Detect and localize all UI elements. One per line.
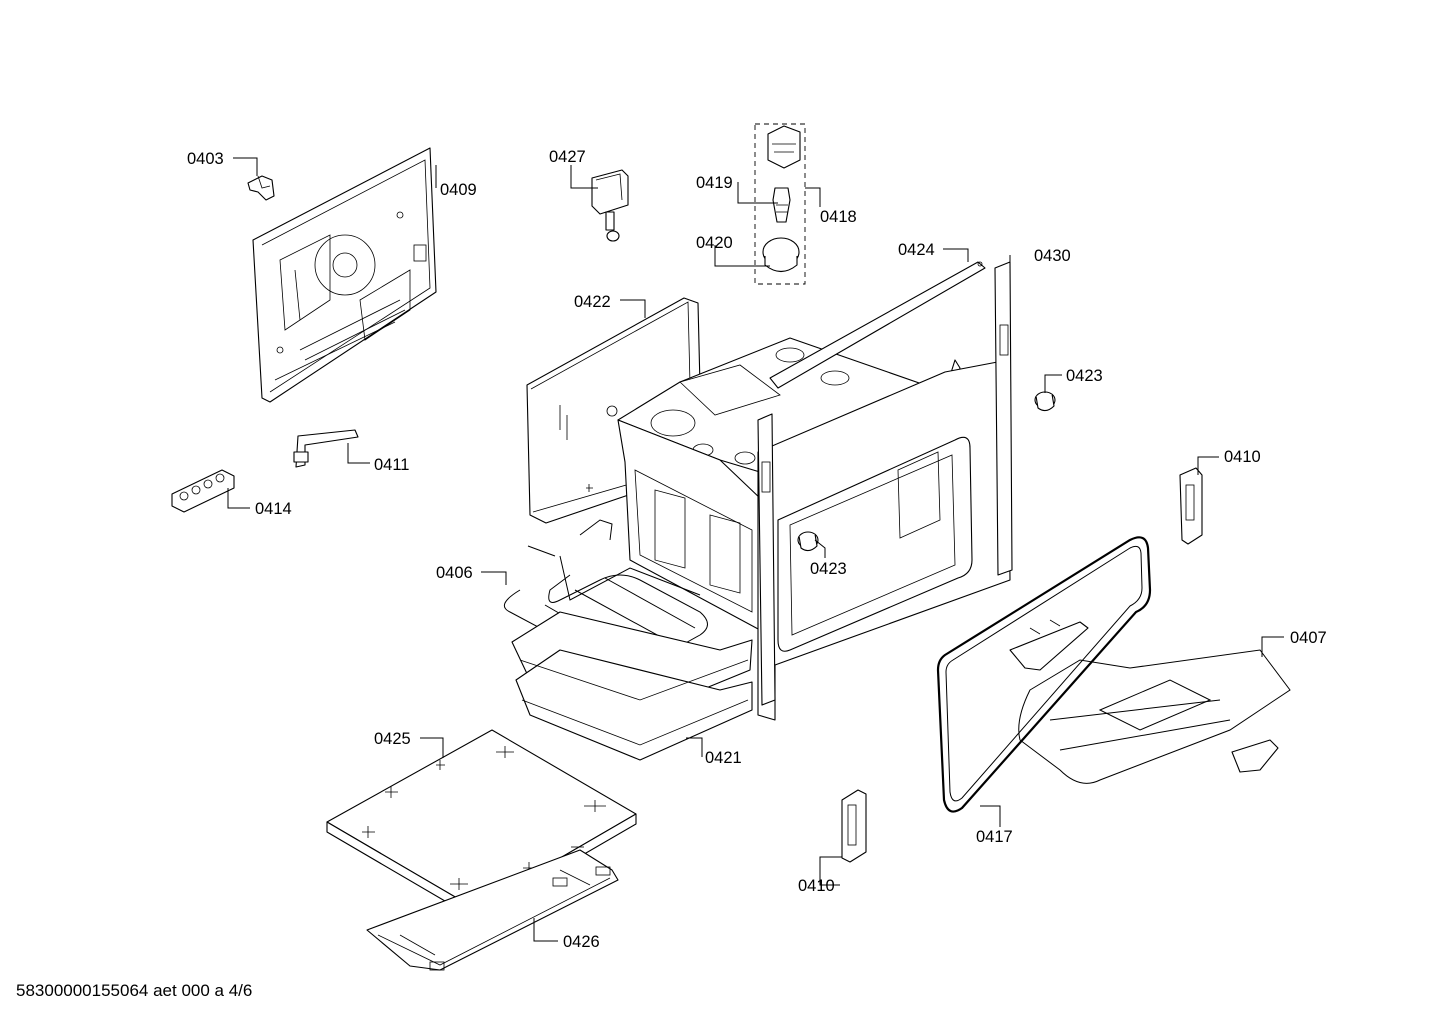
part-labels: 0403 0409 0427 0419 0418 0420 0424 0430 … <box>187 148 1327 951</box>
insulation-mats-0421[interactable] <box>511 611 753 761</box>
door-seal-0417[interactable] <box>936 536 1152 813</box>
label-0411[interactable]: 0411 <box>374 456 409 474</box>
label-0407[interactable]: 0407 <box>1290 629 1327 647</box>
lamp-cover-0423-right[interactable] <box>1034 391 1056 412</box>
bottom-tray-0426[interactable] <box>366 849 619 971</box>
bracket-0411[interactable] <box>293 429 359 468</box>
label-0409[interactable]: 0409 <box>440 181 477 199</box>
label-0418[interactable]: 0418 <box>820 208 857 226</box>
label-0417[interactable]: 0417 <box>976 828 1013 846</box>
switch-0427[interactable] <box>591 169 629 242</box>
label-0420[interactable]: 0420 <box>696 234 733 252</box>
label-0422[interactable]: 0422 <box>574 293 611 311</box>
label-0427[interactable]: 0427 <box>549 148 586 166</box>
label-0423-center[interactable]: 0423 <box>810 560 847 578</box>
clip-0403[interactable] <box>247 175 275 201</box>
hinge-0410-right[interactable] <box>1179 467 1203 545</box>
document-id-footer: 58300000155064 aet 000 a 4/6 <box>16 981 253 1000</box>
label-0426[interactable]: 0426 <box>563 933 600 951</box>
oven-cavity[interactable] <box>617 261 1013 721</box>
leader-lines <box>227 157 1284 942</box>
label-0424[interactable]: 0424 <box>898 241 935 259</box>
base-plate-0425[interactable] <box>326 729 637 919</box>
terminal-block-0414[interactable] <box>171 469 235 513</box>
label-0423-right[interactable]: 0423 <box>1066 367 1103 385</box>
label-0430[interactable]: 0430 <box>1034 247 1071 265</box>
rear-panel[interactable] <box>252 147 437 403</box>
wire-rack-0407[interactable] <box>1009 619 1291 784</box>
label-0425[interactable]: 0425 <box>374 730 411 748</box>
lamp-group[interactable] <box>754 123 806 285</box>
label-0419[interactable]: 0419 <box>696 174 733 192</box>
hinge-0410-bottom[interactable] <box>841 789 867 863</box>
label-0421[interactable]: 0421 <box>705 749 742 767</box>
label-0410-bottom[interactable]: 0410 <box>798 877 835 895</box>
lamp-cover-0423-center[interactable] <box>797 531 819 552</box>
label-0410-right[interactable]: 0410 <box>1224 448 1261 466</box>
label-0403[interactable]: 0403 <box>187 150 224 168</box>
label-0414[interactable]: 0414 <box>255 500 292 518</box>
label-0406[interactable]: 0406 <box>436 564 473 582</box>
